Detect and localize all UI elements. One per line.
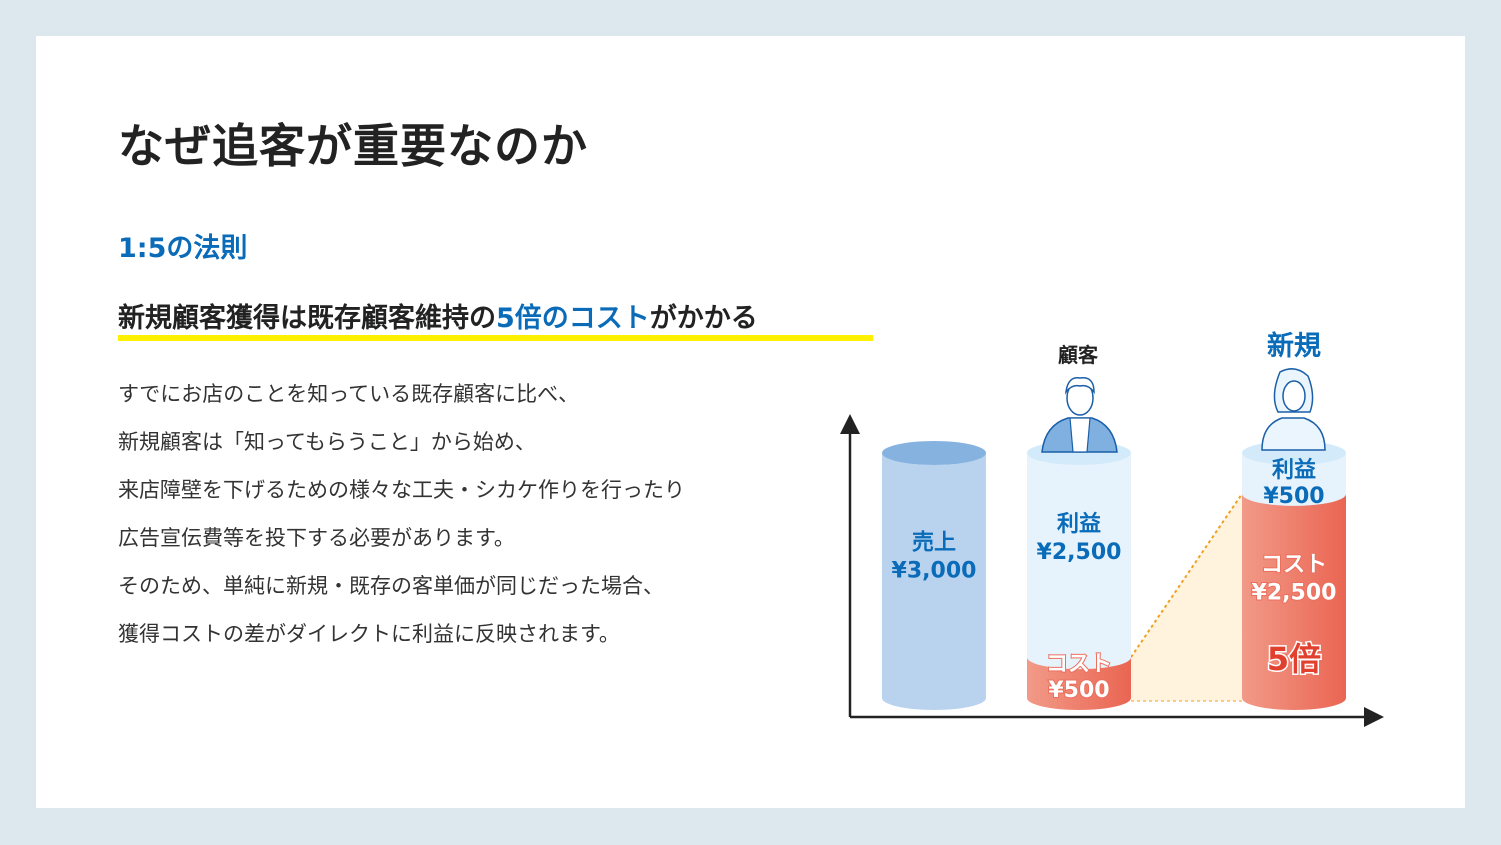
headline-highlight: 5倍のコスト bbox=[496, 303, 650, 334]
customer-existing-icon bbox=[1041, 377, 1118, 453]
body-line: そのため、単純に新規・既存の客単価が同じだった場合、 bbox=[118, 574, 664, 598]
slide-title: なぜ追客が重要なのか bbox=[118, 119, 588, 173]
cost-gap-area bbox=[1131, 493, 1242, 701]
bar-2-0 bbox=[1242, 493, 1346, 710]
x-axis-arrow-icon bbox=[1364, 707, 1384, 727]
bar-label-value: ¥3,000 bbox=[892, 558, 977, 583]
headline-post: がかかる bbox=[649, 303, 758, 334]
body-line: 広告宣伝費等を投下する必要があります。 bbox=[118, 526, 515, 550]
body-line: 来店障壁を下げるための様々な工夫・シカケ作りを行ったり bbox=[118, 478, 685, 502]
bar-2-1 bbox=[1242, 453, 1346, 506]
bar-1-0 bbox=[1027, 657, 1131, 710]
bar-label-value: ¥2,500 bbox=[1252, 581, 1337, 606]
headline: 新規顧客獲得は既存顧客維持の5倍のコストがかかる bbox=[118, 296, 758, 335]
body-line: すでにお店のことを知っている既存顧客に比べ、 bbox=[118, 382, 580, 406]
column-label-existing: 顧客 bbox=[1058, 343, 1099, 367]
chart-axes bbox=[840, 414, 1384, 727]
bar-0-0 bbox=[882, 453, 986, 710]
bar-label-name: コスト bbox=[1046, 652, 1112, 677]
y-axis-arrow-icon bbox=[840, 414, 860, 434]
bar-0-0-top bbox=[882, 441, 986, 465]
bar-label-name: 利益 bbox=[1272, 457, 1316, 483]
body-line: 獲得コストの差がダイレクトに利益に反映されます。 bbox=[118, 622, 620, 646]
bar-label-value: ¥500 bbox=[1048, 678, 1109, 703]
body-text: すでにお店のことを知っている既存顧客に比べ、 新規顧客は「知ってもらうこと」から… bbox=[118, 370, 685, 658]
section-subtitle: 1:5の法則 bbox=[118, 233, 248, 264]
bar-label-value: ¥500 bbox=[1263, 484, 1324, 509]
customer-new-icon bbox=[1261, 368, 1326, 451]
bar-1-1 bbox=[1027, 453, 1131, 670]
annotation-5x: 5倍 bbox=[1267, 640, 1321, 678]
body-line: 新規顧客は「知ってもらうこと」から始め、 bbox=[118, 430, 536, 454]
headline-pre: 新規顧客獲得は既存顧客維持の bbox=[118, 303, 496, 334]
bar-label-name: コスト bbox=[1261, 553, 1327, 578]
headline-underline bbox=[118, 335, 873, 341]
column-label-new: 新規 bbox=[1267, 330, 1321, 362]
bar-label-value: ¥2,500 bbox=[1037, 540, 1122, 565]
bar-label-name: 売上 bbox=[912, 529, 956, 555]
bar-label-name: 利益 bbox=[1057, 511, 1101, 537]
cost-gap-line bbox=[1130, 493, 1243, 658]
